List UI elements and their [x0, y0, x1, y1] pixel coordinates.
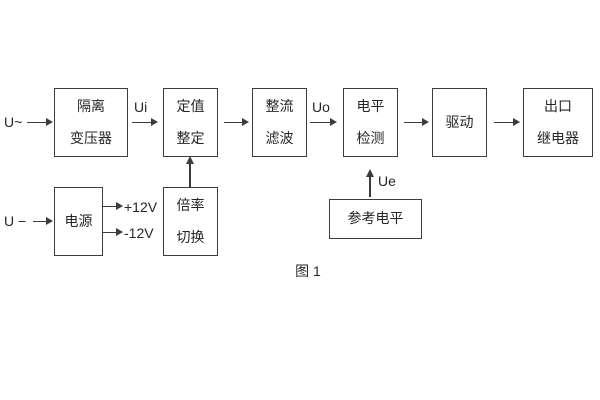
box-label-line: 参考电平 [347, 210, 404, 227]
arrow-power-to-minus12v [103, 231, 116, 233]
box-level-detection: 电平 检测 [343, 88, 398, 157]
box-reference-level: 参考电平 [329, 199, 422, 239]
arrow-transformer-to-setpoint [132, 121, 151, 123]
box-ratio-switch: 倍率 切换 [163, 187, 218, 256]
arrow-dc-input-to-power [33, 220, 46, 222]
box-label-line: 定值 [176, 97, 205, 114]
box-label-line: 电源 [64, 212, 93, 229]
label-signal-uo: Uo [312, 99, 330, 115]
label-signal-ue: Ue [378, 173, 396, 189]
box-label-line: 倍率 [176, 196, 205, 213]
box-label-line: 继电器 [537, 130, 579, 146]
arrow-level-to-drive [404, 121, 422, 123]
label-signal-ui: Ui [134, 99, 148, 115]
arrow-reference-to-level [369, 177, 371, 197]
arrow-setpoint-to-rectifier [224, 121, 242, 123]
box-label-line: 整定 [176, 130, 205, 146]
box-label-line: 检测 [356, 130, 385, 146]
label-dc-input: U − [4, 213, 27, 229]
box-rectifier-filter: 整流 滤波 [252, 88, 307, 157]
box-drive: 驱动 [432, 88, 487, 157]
box-isolation-transformer: 隔离 变压器 [54, 88, 128, 157]
box-label-line: 切换 [176, 229, 205, 245]
box-label-line: 出口 [544, 97, 572, 114]
box-power-supply: 电源 [54, 187, 103, 256]
arrow-rectifier-to-level [310, 121, 330, 123]
box-label-line: 电平 [356, 97, 385, 114]
box-setpoint-adjust: 定值 整定 [163, 88, 218, 157]
label-ac-input: U~ [4, 114, 23, 130]
box-label-line: 滤波 [265, 130, 294, 146]
figure-caption: 图 1 [295, 263, 321, 279]
arrow-ratio-to-setpoint [189, 164, 191, 187]
label-rail-plus12v: +12V [124, 199, 158, 215]
box-label-line: 整流 [265, 97, 294, 114]
arrow-ac-input-to-transformer [27, 121, 46, 123]
box-label-line: 驱动 [445, 113, 474, 130]
box-label-line: 变压器 [70, 130, 112, 146]
box-label-line: 隔离 [77, 97, 105, 114]
box-output-relay: 出口 继电器 [523, 88, 593, 157]
arrow-power-to-plus12v [103, 205, 116, 207]
arrow-drive-to-relay [494, 121, 513, 123]
label-rail-minus12v: -12V [124, 225, 154, 241]
